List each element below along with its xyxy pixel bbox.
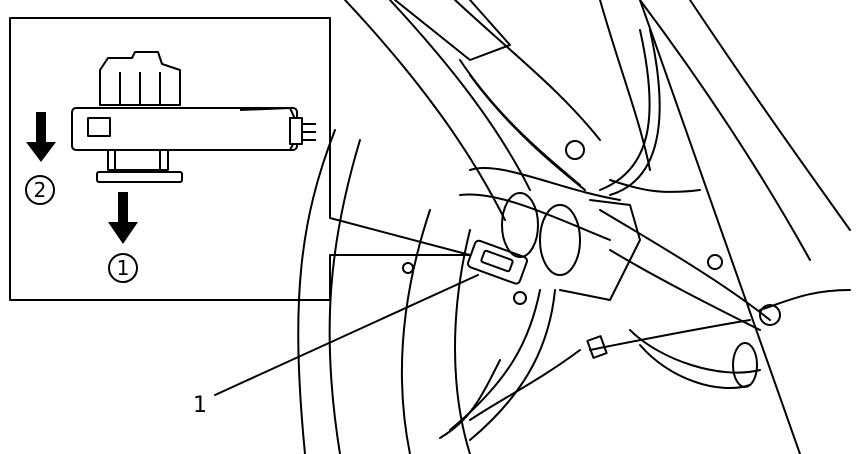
detail-connector [71, 51, 316, 183]
arrow-down-icon [26, 112, 56, 162]
step-1-badge: 1 [108, 253, 138, 283]
wire-harness [439, 29, 851, 441]
step-2-badge: 2 [25, 175, 55, 205]
connector-clip [466, 239, 528, 285]
column-assembly [402, 140, 781, 389]
arrow-down-icon [108, 192, 138, 244]
step-2-label: 2 [34, 178, 47, 202]
part-leader-line [214, 274, 479, 396]
step-1-label: 1 [117, 256, 130, 280]
part-1-label: 1 [193, 393, 207, 418]
vehicle-body-lines [297, 0, 851, 454]
callout-frame [9, 17, 471, 301]
